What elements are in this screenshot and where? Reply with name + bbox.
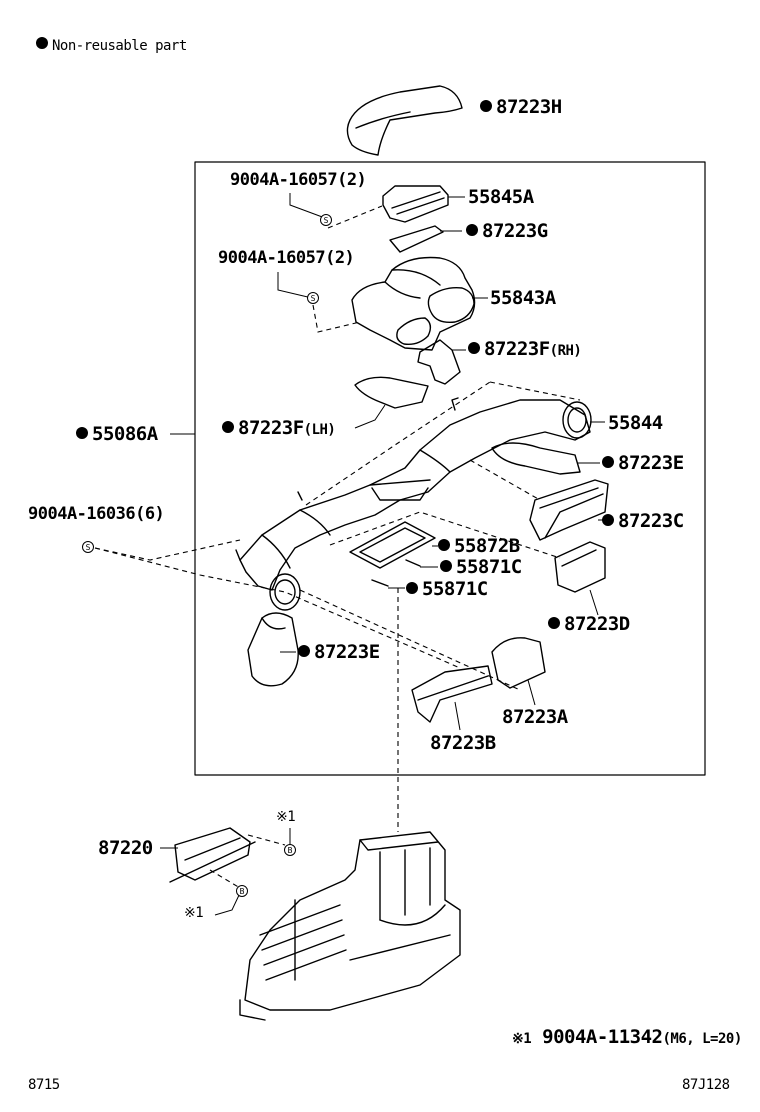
label-87223B[interactable]: 87223B	[430, 732, 496, 754]
non-reusable-dot-icon	[76, 427, 88, 439]
screw-S-mark: S	[311, 294, 316, 303]
part-87223D-shape	[554, 541, 606, 593]
part-87223H-shape	[346, 85, 463, 156]
screw-S-mark: S	[86, 543, 91, 552]
ref1-bottom: ※1	[184, 905, 204, 921]
label-9004A-16057-a[interactable]: 9004A-16057(2)	[230, 170, 367, 190]
ref1-top: ※1	[276, 809, 296, 825]
non-reusable-dot-icon	[548, 617, 560, 629]
label-87223D[interactable]: 87223D	[548, 615, 630, 634]
non-reusable-dot-icon	[222, 421, 234, 433]
part-55843A-shape	[351, 256, 476, 351]
diagram-code-left: 8715	[28, 1077, 60, 1093]
part-87223A-shape	[491, 637, 546, 689]
non-reusable-dot-icon	[466, 224, 478, 236]
part-87223G-shape	[389, 225, 444, 253]
legend: Non-reusable part	[36, 37, 187, 53]
label-55871C-a[interactable]: 55871C	[440, 558, 522, 577]
diagram-code-right: 87J128	[682, 1077, 730, 1093]
part-55871C-b-shape	[371, 579, 389, 587]
part-55845A-shape	[382, 185, 449, 223]
label-87220[interactable]: 87220	[98, 837, 153, 859]
label-87223F-LH[interactable]: 87223F(LH)	[222, 419, 336, 438]
screw-S-mark: S	[324, 216, 329, 225]
hvac-unit-shape	[239, 831, 461, 1021]
label-87223E-right[interactable]: 87223E	[602, 454, 684, 473]
label-55872B[interactable]: 55872B	[438, 537, 520, 556]
label-87223C[interactable]: 87223C	[602, 512, 684, 531]
part-55871C-a-shape	[405, 559, 421, 567]
part-87223C-shape	[529, 479, 609, 541]
label-87223F-RH[interactable]: 87223F(RH)	[468, 340, 582, 359]
label-9004A-16057-b[interactable]: 9004A-16057(2)	[218, 248, 355, 268]
legend-text: Non-reusable part	[52, 38, 187, 54]
label-55871C-b[interactable]: 55871C	[406, 580, 488, 599]
footnote: ※1 9004A-11342(M6, L=20)	[512, 1028, 742, 1047]
screw-B-mark: B	[240, 887, 245, 896]
label-55844[interactable]: 55844	[608, 412, 663, 434]
non-reusable-dot-icon	[440, 560, 452, 572]
footnote-part[interactable]: 9004A-11342	[542, 1026, 663, 1048]
label-87223G[interactable]: 87223G	[466, 222, 548, 241]
part-87220-shape	[169, 827, 256, 883]
footnote-spec: (M6, L=20)	[662, 1031, 742, 1047]
label-9004A-16036[interactable]: 9004A-16036(6)	[28, 504, 165, 524]
part-55086A-shape	[235, 397, 592, 611]
label-87223H[interactable]: 87223H	[480, 98, 562, 117]
label-55845A[interactable]: 55845A	[468, 186, 534, 208]
non-reusable-dot-icon	[480, 100, 492, 112]
part-87223F-RH-shape	[417, 339, 461, 385]
non-reusable-dot-icon	[406, 582, 418, 594]
part-87223E-left-shape	[247, 612, 299, 687]
part-87223E-right-shape	[491, 442, 581, 475]
non-reusable-dot-icon	[36, 37, 48, 49]
part-87223B-shape	[411, 665, 493, 723]
non-reusable-dot-icon	[602, 456, 614, 468]
label-55086A[interactable]: 55086A	[76, 425, 158, 444]
non-reusable-dot-icon	[602, 514, 614, 526]
part-87223F-LH-shape	[354, 376, 429, 409]
label-87223E-left[interactable]: 87223E	[298, 643, 380, 662]
part-55872B-shape	[349, 521, 436, 569]
non-reusable-dot-icon	[438, 539, 450, 551]
label-55843A[interactable]: 55843A	[490, 287, 556, 309]
label-87223A[interactable]: 87223A	[502, 706, 568, 728]
non-reusable-dot-icon	[468, 342, 480, 354]
screw-B-mark: B	[288, 846, 293, 855]
footnote-mark: ※1	[512, 1031, 532, 1047]
non-reusable-dot-icon	[298, 645, 310, 657]
assembly-frame	[194, 161, 706, 776]
